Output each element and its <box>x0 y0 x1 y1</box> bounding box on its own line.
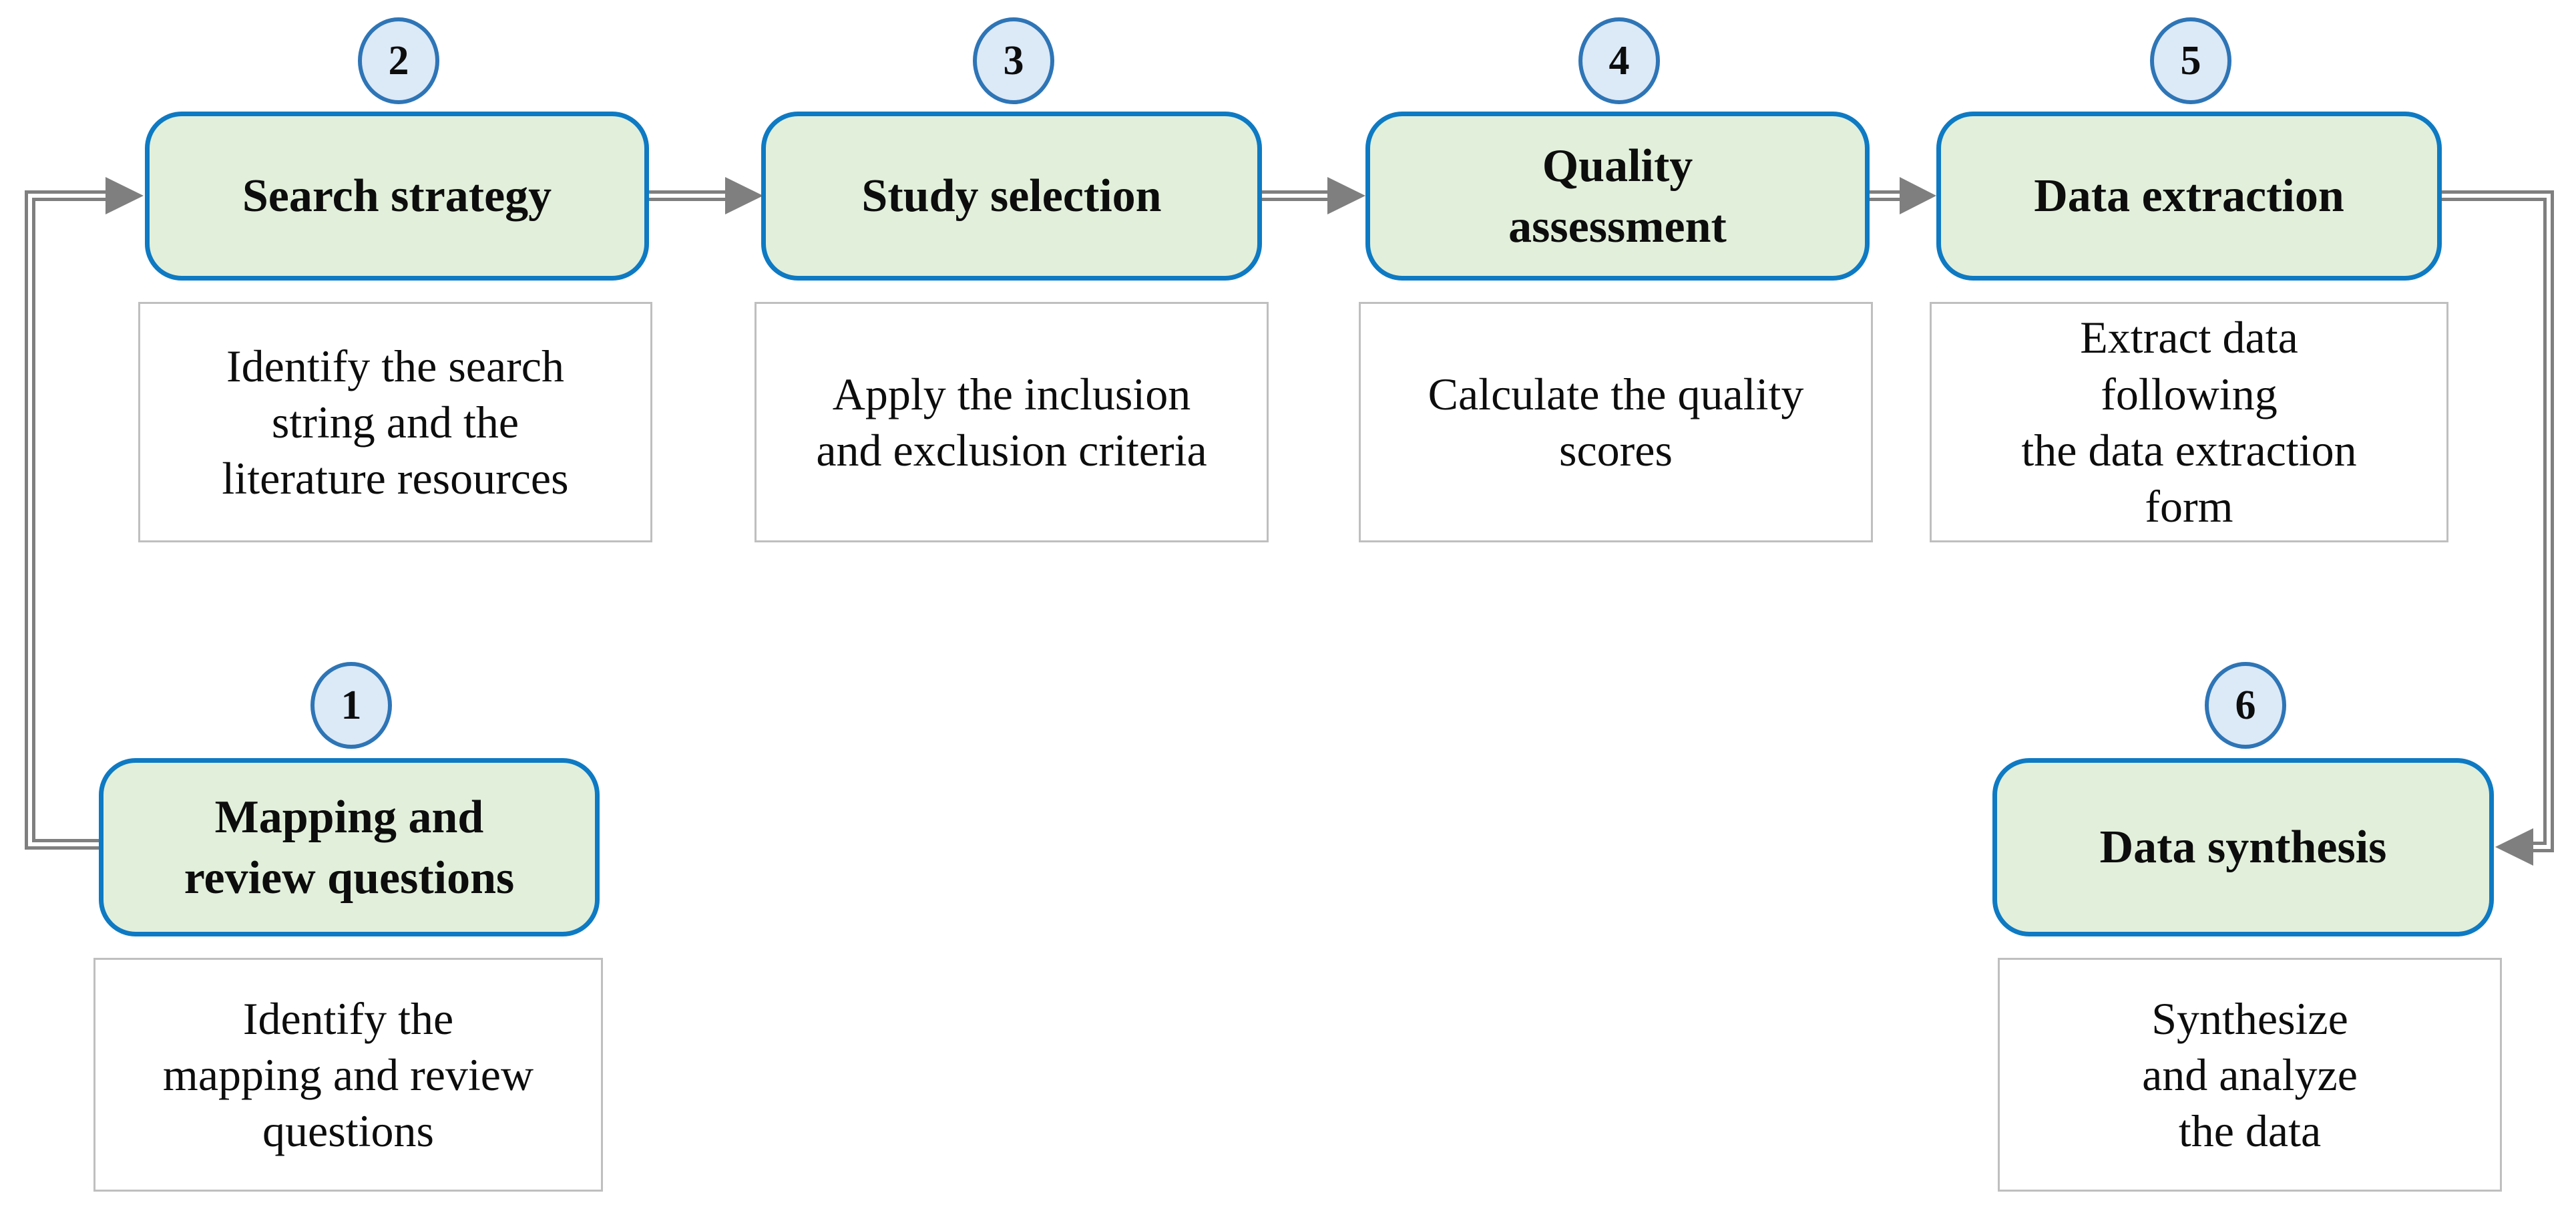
connector-3-4 <box>1262 177 1365 214</box>
step-number-badge: 2 <box>358 17 439 104</box>
stage-description: Identify the search string and the liter… <box>138 302 652 542</box>
step-number-badge: 6 <box>2205 662 2286 749</box>
arrowhead-right-icon <box>1327 177 1365 214</box>
stage-description: Synthesize and analyze the data <box>1998 958 2502 1192</box>
step-number-badge: 3 <box>973 17 1054 104</box>
step-number-badge: 4 <box>1578 17 1660 104</box>
stage-description: Apply the inclusion and exclusion criter… <box>755 302 1269 542</box>
stage-box-data-synthesis: Data synthesis <box>1992 758 2494 936</box>
stage-box-study-selection: Study selection <box>761 112 1262 281</box>
stage-description: Extract data following the data extracti… <box>1930 302 2448 542</box>
stage-description: Identify the mapping and review question… <box>93 958 603 1192</box>
step-number-badge: 1 <box>310 662 392 749</box>
arrowhead-right-icon <box>1900 177 1936 214</box>
step-number-badge: 5 <box>2150 17 2231 104</box>
connector-5-6 <box>2442 190 2554 866</box>
stage-box-quality-assessment: Quality assessment <box>1365 112 1870 281</box>
arrowhead-left-icon <box>2495 828 2533 866</box>
stage-description: Calculate the quality scores <box>1359 302 1873 542</box>
connector-1-2 <box>25 177 144 850</box>
stage-box-mapping-review-questions: Mapping and review questions <box>99 758 600 936</box>
connector-2-3 <box>649 177 763 214</box>
stage-box-data-extraction: Data extraction <box>1936 112 2442 281</box>
arrowhead-right-icon <box>105 177 144 214</box>
arrowhead-right-icon <box>725 177 763 214</box>
connector-4-5 <box>1870 177 1936 214</box>
stage-box-search-strategy: Search strategy <box>145 112 649 281</box>
